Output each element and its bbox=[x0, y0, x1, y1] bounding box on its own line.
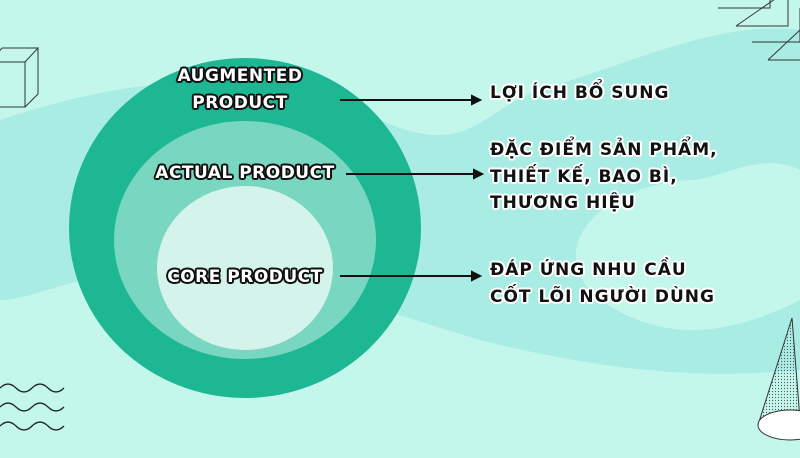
cone-icon bbox=[757, 317, 800, 441]
actual-description: ĐẶC ĐIỂM SẢN PHẨM, THIẾT KẾ, BAO BÌ, THƯ… bbox=[490, 137, 718, 217]
augmented-product-label: AUGMENTED PRODUCT bbox=[140, 63, 340, 117]
label-line: PRODUCT bbox=[192, 93, 288, 113]
triangles-icon bbox=[718, 0, 800, 61]
label-line: AUGMENTED bbox=[177, 66, 303, 86]
description-line: ĐÁP ỨNG NHU CẦU bbox=[490, 260, 687, 280]
label-line: ACTUAL PRODUCT bbox=[155, 163, 335, 183]
description-line: THIẾT KẾ, BAO BÌ, bbox=[490, 166, 678, 187]
core-description: ĐÁP ỨNG NHU CẦU CỐT LÕI NGƯỜI DÙNG bbox=[490, 257, 715, 310]
label-line: CORE PRODUCT bbox=[167, 267, 323, 287]
augmented-description: LỢI ÍCH BỔ SUNG bbox=[490, 80, 669, 107]
wavy-lines-icon bbox=[0, 383, 65, 431]
core-product-circle bbox=[157, 186, 333, 350]
description-line: CỐT LÕI NGƯỜI DÙNG bbox=[490, 286, 715, 307]
arrows bbox=[340, 94, 485, 282]
description-line: THƯƠNG HIỆU bbox=[490, 193, 636, 213]
description-line: ĐẶC ĐIỂM SẢN PHẨM, bbox=[490, 140, 718, 160]
core-product-label: CORE PRODUCT bbox=[145, 264, 345, 291]
actual-product-label: ACTUAL PRODUCT bbox=[140, 160, 350, 187]
description-line: LỢI ÍCH BỔ SUNG bbox=[490, 83, 670, 103]
cube-icon bbox=[0, 46, 39, 108]
